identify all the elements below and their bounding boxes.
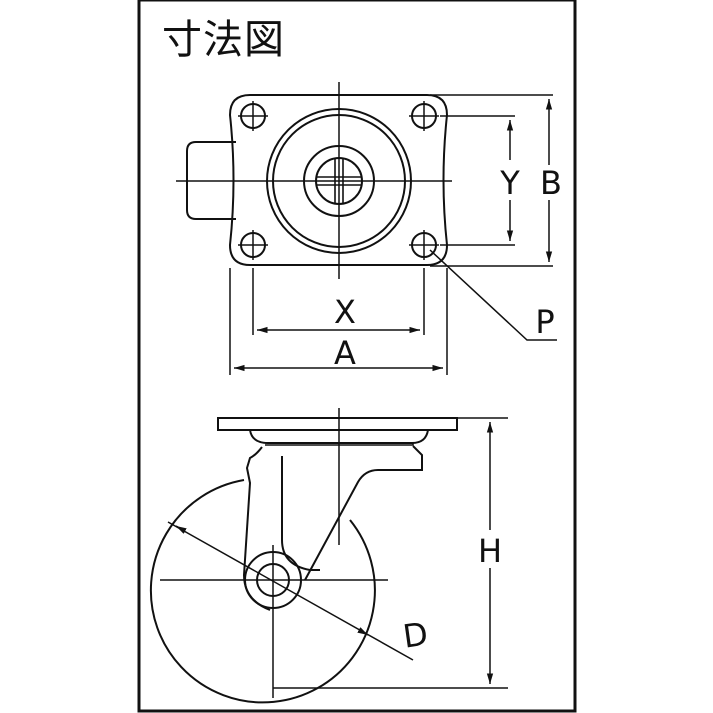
frame-border (137, 0, 577, 713)
side-view-dimensions (167, 417, 508, 684)
drawing-title: 寸法図 (162, 17, 285, 63)
label-p: P (535, 303, 554, 341)
top-view (176, 82, 452, 279)
label-x: X (334, 293, 356, 331)
side-view (149, 408, 508, 704)
side-view-labels: H D (401, 532, 502, 656)
bolt-holes (238, 101, 439, 260)
label-d: D (401, 615, 431, 656)
label-b: B (540, 164, 562, 202)
label-h: H (478, 532, 502, 570)
label-y: Y (499, 164, 520, 202)
label-a: A (334, 334, 356, 372)
top-view-dimensions (229, 94, 557, 375)
top-view-labels: Y B X A P (334, 164, 562, 372)
